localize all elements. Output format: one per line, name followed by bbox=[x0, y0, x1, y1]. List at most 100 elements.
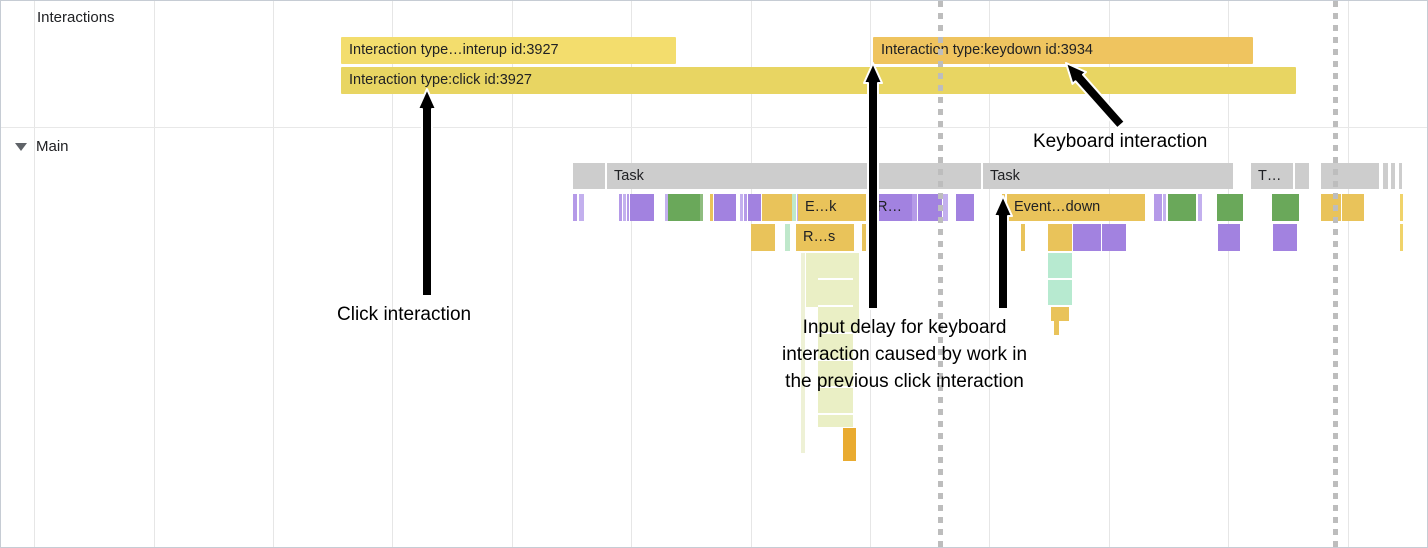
task-label: Task bbox=[990, 167, 1020, 184]
main-task-block-2[interactable] bbox=[871, 163, 981, 189]
main-labeled-r1-0[interactable]: E…k bbox=[798, 194, 866, 221]
main-block-r1-4[interactable] bbox=[627, 194, 629, 221]
main-block-green-0[interactable] bbox=[1154, 194, 1162, 221]
interaction-click[interactable]: Interaction type:click id:3927 bbox=[341, 67, 1296, 94]
main-mint-stack-tail2[interactable] bbox=[1054, 319, 1059, 335]
main-task-block-5[interactable] bbox=[1295, 163, 1309, 189]
input-delay-note-arrow-0 bbox=[863, 62, 883, 310]
grid-line-v-3 bbox=[392, 1, 393, 547]
grid-line-v-4 bbox=[512, 1, 513, 547]
main-block-r2-8[interactable] bbox=[1218, 224, 1240, 251]
main-block-green-2[interactable] bbox=[1168, 194, 1196, 221]
main-labeled-r2-0[interactable]: R…s bbox=[796, 224, 854, 251]
main-block-r2-2[interactable] bbox=[862, 224, 866, 251]
main-deep-stack-left-seg-0[interactable] bbox=[818, 253, 853, 278]
grid-line-v-10 bbox=[1228, 1, 1229, 547]
interaction-click-label: Interaction type:click id:3927 bbox=[349, 72, 532, 88]
main-block-r1-0[interactable] bbox=[573, 194, 577, 221]
main-task-block-7[interactable] bbox=[1383, 163, 1388, 189]
main-deep-stack-left-seg-5[interactable] bbox=[818, 388, 853, 413]
grid-line-v-0 bbox=[34, 1, 35, 547]
annotation-click-interaction: Click interaction bbox=[337, 304, 472, 325]
main-block-green-4[interactable] bbox=[1217, 194, 1243, 221]
main-block-thin-0[interactable] bbox=[1400, 194, 1403, 221]
main-deep-stack-left-tail[interactable] bbox=[843, 428, 856, 461]
main-block-r1-2[interactable] bbox=[619, 194, 622, 221]
grid-line-h-0 bbox=[1, 127, 1427, 128]
timeline-marker-1[interactable] bbox=[1333, 1, 1338, 547]
track-label-interactions[interactable]: Interactions bbox=[37, 9, 115, 26]
main-block-x1-0[interactable] bbox=[792, 194, 796, 221]
main-deep-stack-left-seg-6[interactable] bbox=[818, 415, 853, 427]
main-block-r1-9[interactable] bbox=[710, 194, 713, 221]
annotation-line-2: the previous click interaction bbox=[785, 371, 1024, 392]
main-task-block-0[interactable] bbox=[573, 163, 605, 189]
main-block-r1-11[interactable] bbox=[740, 194, 743, 221]
main-block-thin-1[interactable] bbox=[1400, 224, 1403, 251]
main-block-green-7[interactable] bbox=[1342, 194, 1364, 221]
main-task-block-1[interactable]: Task bbox=[607, 163, 869, 189]
main-deep-stack-left-seg-2[interactable] bbox=[818, 307, 853, 332]
main-task-block-4[interactable]: T… bbox=[1251, 163, 1293, 189]
click-interaction-arrow bbox=[417, 88, 437, 297]
main-block-r1-10[interactable] bbox=[714, 194, 736, 221]
main-deep-stack-left-seg-1[interactable] bbox=[818, 280, 853, 305]
main-mint-stack-tail[interactable] bbox=[1051, 307, 1069, 321]
timeline-marker-0[interactable] bbox=[938, 1, 943, 547]
main-block-green-3[interactable] bbox=[1198, 194, 1202, 221]
flame-block-label: E…k bbox=[805, 199, 837, 216]
main-block-r1-12[interactable] bbox=[744, 194, 747, 221]
flame-block-label: R… bbox=[877, 199, 902, 216]
main-task-block-3[interactable]: Task bbox=[983, 163, 1233, 189]
main-deep-side-0[interactable] bbox=[806, 253, 818, 307]
grid-line-v-9 bbox=[1109, 1, 1110, 547]
main-block-r1-13[interactable] bbox=[748, 194, 761, 221]
flame-block-label: Event…down bbox=[1014, 199, 1101, 216]
main-block-r2-5[interactable] bbox=[1048, 224, 1072, 251]
main-deep-stack-left-seg-3[interactable] bbox=[818, 334, 853, 359]
triangle-down-icon[interactable] bbox=[15, 143, 27, 151]
main-task-block-9[interactable] bbox=[1399, 163, 1402, 189]
track-label-main[interactable]: Main bbox=[36, 138, 69, 155]
main-block-r1-5[interactable] bbox=[630, 194, 654, 221]
main-block-r1-7[interactable] bbox=[668, 194, 700, 221]
interaction-keydown[interactable]: Interaction type:keydown id:3934 bbox=[873, 37, 1253, 64]
main-block-r2-9[interactable] bbox=[1273, 224, 1297, 251]
main-task-block-8[interactable] bbox=[1391, 163, 1395, 189]
flame-block-label: R…s bbox=[803, 229, 836, 246]
main-event-keydown-block[interactable]: Event…down bbox=[1007, 194, 1145, 221]
main-block-x1-2[interactable] bbox=[912, 194, 917, 221]
main-deep-side-1[interactable] bbox=[853, 253, 859, 333]
main-block-r2-0[interactable] bbox=[751, 224, 775, 251]
main-deep-stack-left-seg-4[interactable] bbox=[818, 361, 853, 386]
main-block-x1-5[interactable] bbox=[956, 194, 974, 221]
main-block-r2-4[interactable] bbox=[1021, 224, 1025, 251]
main-block-r1-1[interactable] bbox=[579, 194, 584, 221]
grid-line-v-1 bbox=[154, 1, 155, 547]
interaction-pointerup-label: Interaction type…interup id:3927 bbox=[349, 42, 559, 58]
main-block-r2-6[interactable] bbox=[1073, 224, 1101, 251]
main-mint-stack-seg-1[interactable] bbox=[1048, 280, 1072, 305]
task-label: Task bbox=[614, 167, 644, 184]
main-block-r1-14[interactable] bbox=[762, 194, 792, 221]
interaction-keydown-label: Interaction type:keydown id:3934 bbox=[881, 42, 1093, 58]
annotation-line-0: Input delay for keyboard bbox=[802, 317, 1007, 338]
annotation-keyboard-interaction: Keyboard interaction bbox=[1033, 131, 1208, 152]
main-block-r1-8[interactable] bbox=[700, 194, 703, 221]
grid-line-v-11 bbox=[1348, 1, 1349, 547]
main-block-green-5[interactable] bbox=[1272, 194, 1299, 221]
main-block-green-1[interactable] bbox=[1163, 194, 1166, 221]
main-block-r1-6[interactable] bbox=[665, 194, 668, 221]
main-block-x1-4[interactable] bbox=[943, 194, 948, 221]
main-mint-stack-seg-0[interactable] bbox=[1048, 253, 1072, 278]
main-block-r2-7[interactable] bbox=[1102, 224, 1126, 251]
interaction-pointerup[interactable]: Interaction type…interup id:3927 bbox=[341, 37, 676, 64]
main-task-block-6[interactable] bbox=[1321, 163, 1379, 189]
main-block-r2-1[interactable] bbox=[785, 224, 790, 251]
main-deep-side-2[interactable] bbox=[801, 253, 805, 453]
main-block-r1-3[interactable] bbox=[623, 194, 626, 221]
